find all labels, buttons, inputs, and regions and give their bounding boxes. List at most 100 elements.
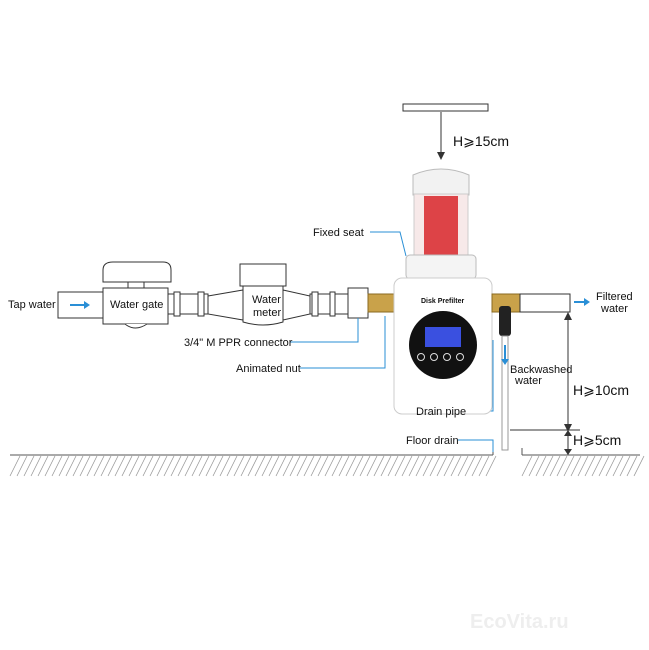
outlet-pipe (519, 293, 571, 313)
drain-pipe-label: Drain pipe (416, 406, 466, 418)
hatch-line (394, 455, 406, 477)
hatch-line (275, 455, 287, 477)
filtered-water-label: Filtered (596, 291, 633, 303)
hatch-line (23, 455, 35, 477)
hatch-line (310, 455, 322, 477)
hatch-line (408, 455, 420, 477)
hatch-line (233, 455, 245, 477)
hatch-line (184, 455, 196, 477)
hatch-line (212, 455, 224, 477)
outlet-height-label: H⩾10cm (573, 382, 629, 398)
ceiling-marker (402, 103, 489, 112)
floor-drain-label: Floor drain (406, 435, 459, 447)
hatch-line (135, 455, 147, 477)
device-name: Disk Prefilter (421, 298, 464, 305)
hatch-line (268, 455, 280, 477)
hatch-line (128, 455, 140, 477)
floor-hatching (9, 455, 645, 477)
hatch-line (205, 455, 217, 477)
water-gate-label: Water gate (110, 299, 163, 311)
hatch-line (240, 455, 252, 477)
hatch-line (121, 455, 133, 477)
hatch-line (86, 455, 98, 477)
hatch-line (359, 455, 371, 477)
drain-valve (499, 306, 511, 336)
hatch-line (149, 455, 161, 477)
filtered-water-label-2: water (600, 303, 628, 315)
flow-arrow-icon (70, 301, 90, 309)
hatch-line (289, 455, 301, 477)
hatch-line (485, 455, 497, 477)
clearance-top-label: H⩾15cm (453, 133, 509, 149)
water-meter-label-2: meter (253, 307, 281, 319)
hatch-line (422, 455, 434, 477)
hatch-line (163, 455, 175, 477)
backwash-arrow-icon (501, 345, 509, 365)
hatch-line (591, 455, 603, 477)
watermark: EcoVita.ru (470, 611, 569, 633)
hatch-line (9, 455, 21, 477)
hatch-line (429, 455, 441, 477)
hatch-line (51, 455, 63, 477)
hatch-line (177, 455, 189, 477)
hatch-line (556, 455, 568, 477)
hatch-line (58, 455, 70, 477)
hatch-line (254, 455, 266, 477)
water-gate (57, 261, 172, 329)
hatch-line (577, 455, 589, 477)
hatch-line (457, 455, 469, 477)
drain-height-label: H⩾5cm (573, 432, 621, 448)
ppr-connector-label: 3/4" M PPR connector (184, 337, 293, 349)
hatch-line (226, 455, 238, 477)
animated-nut-label: Animated nut (236, 363, 301, 375)
hatch-line (387, 455, 399, 477)
hatch-line (65, 455, 77, 477)
water-meter (167, 263, 369, 326)
hatch-line (37, 455, 49, 477)
hatch-line (317, 455, 329, 477)
lcd-screen (425, 327, 461, 347)
hatch-line (464, 455, 476, 477)
hatch-line (633, 455, 645, 477)
hatch-line (570, 455, 582, 477)
hatch-line (352, 455, 364, 477)
hatch-line (114, 455, 126, 477)
hatch-line (626, 455, 638, 477)
hatch-line (598, 455, 610, 477)
hatch-line (443, 455, 455, 477)
hatch-line (198, 455, 210, 477)
backwashed-water-label: Backwashed (510, 364, 572, 376)
hatch-line (338, 455, 350, 477)
tap-water-label: Tap water (8, 299, 56, 311)
hatch-line (366, 455, 378, 477)
hatch-line (619, 455, 631, 477)
panel-buttons[interactable] (417, 353, 464, 361)
hatch-line (247, 455, 259, 477)
hatch-line (191, 455, 203, 477)
hatch-line (521, 455, 533, 477)
hatch-line (16, 455, 28, 477)
brass-inlet (367, 293, 397, 313)
hatch-line (219, 455, 231, 477)
hatch-line (331, 455, 343, 477)
hatch-line (303, 455, 315, 477)
hatch-line (542, 455, 554, 477)
hatch-line (156, 455, 168, 477)
flow-arrow-icon (574, 298, 590, 306)
hatch-line (380, 455, 392, 477)
hatch-line (296, 455, 308, 477)
hatch-line (170, 455, 182, 477)
hatch-line (535, 455, 547, 477)
hatch-line (79, 455, 91, 477)
hatch-line (44, 455, 56, 477)
backwashed-water-label-2: water (514, 375, 542, 387)
hatch-line (100, 455, 112, 477)
filter-bowl (405, 168, 477, 280)
hatch-line (72, 455, 84, 477)
hatch-line (282, 455, 294, 477)
hatch-line (528, 455, 540, 477)
hatch-line (93, 455, 105, 477)
hatch-line (478, 455, 490, 477)
water-meter-label: Water (252, 294, 281, 306)
